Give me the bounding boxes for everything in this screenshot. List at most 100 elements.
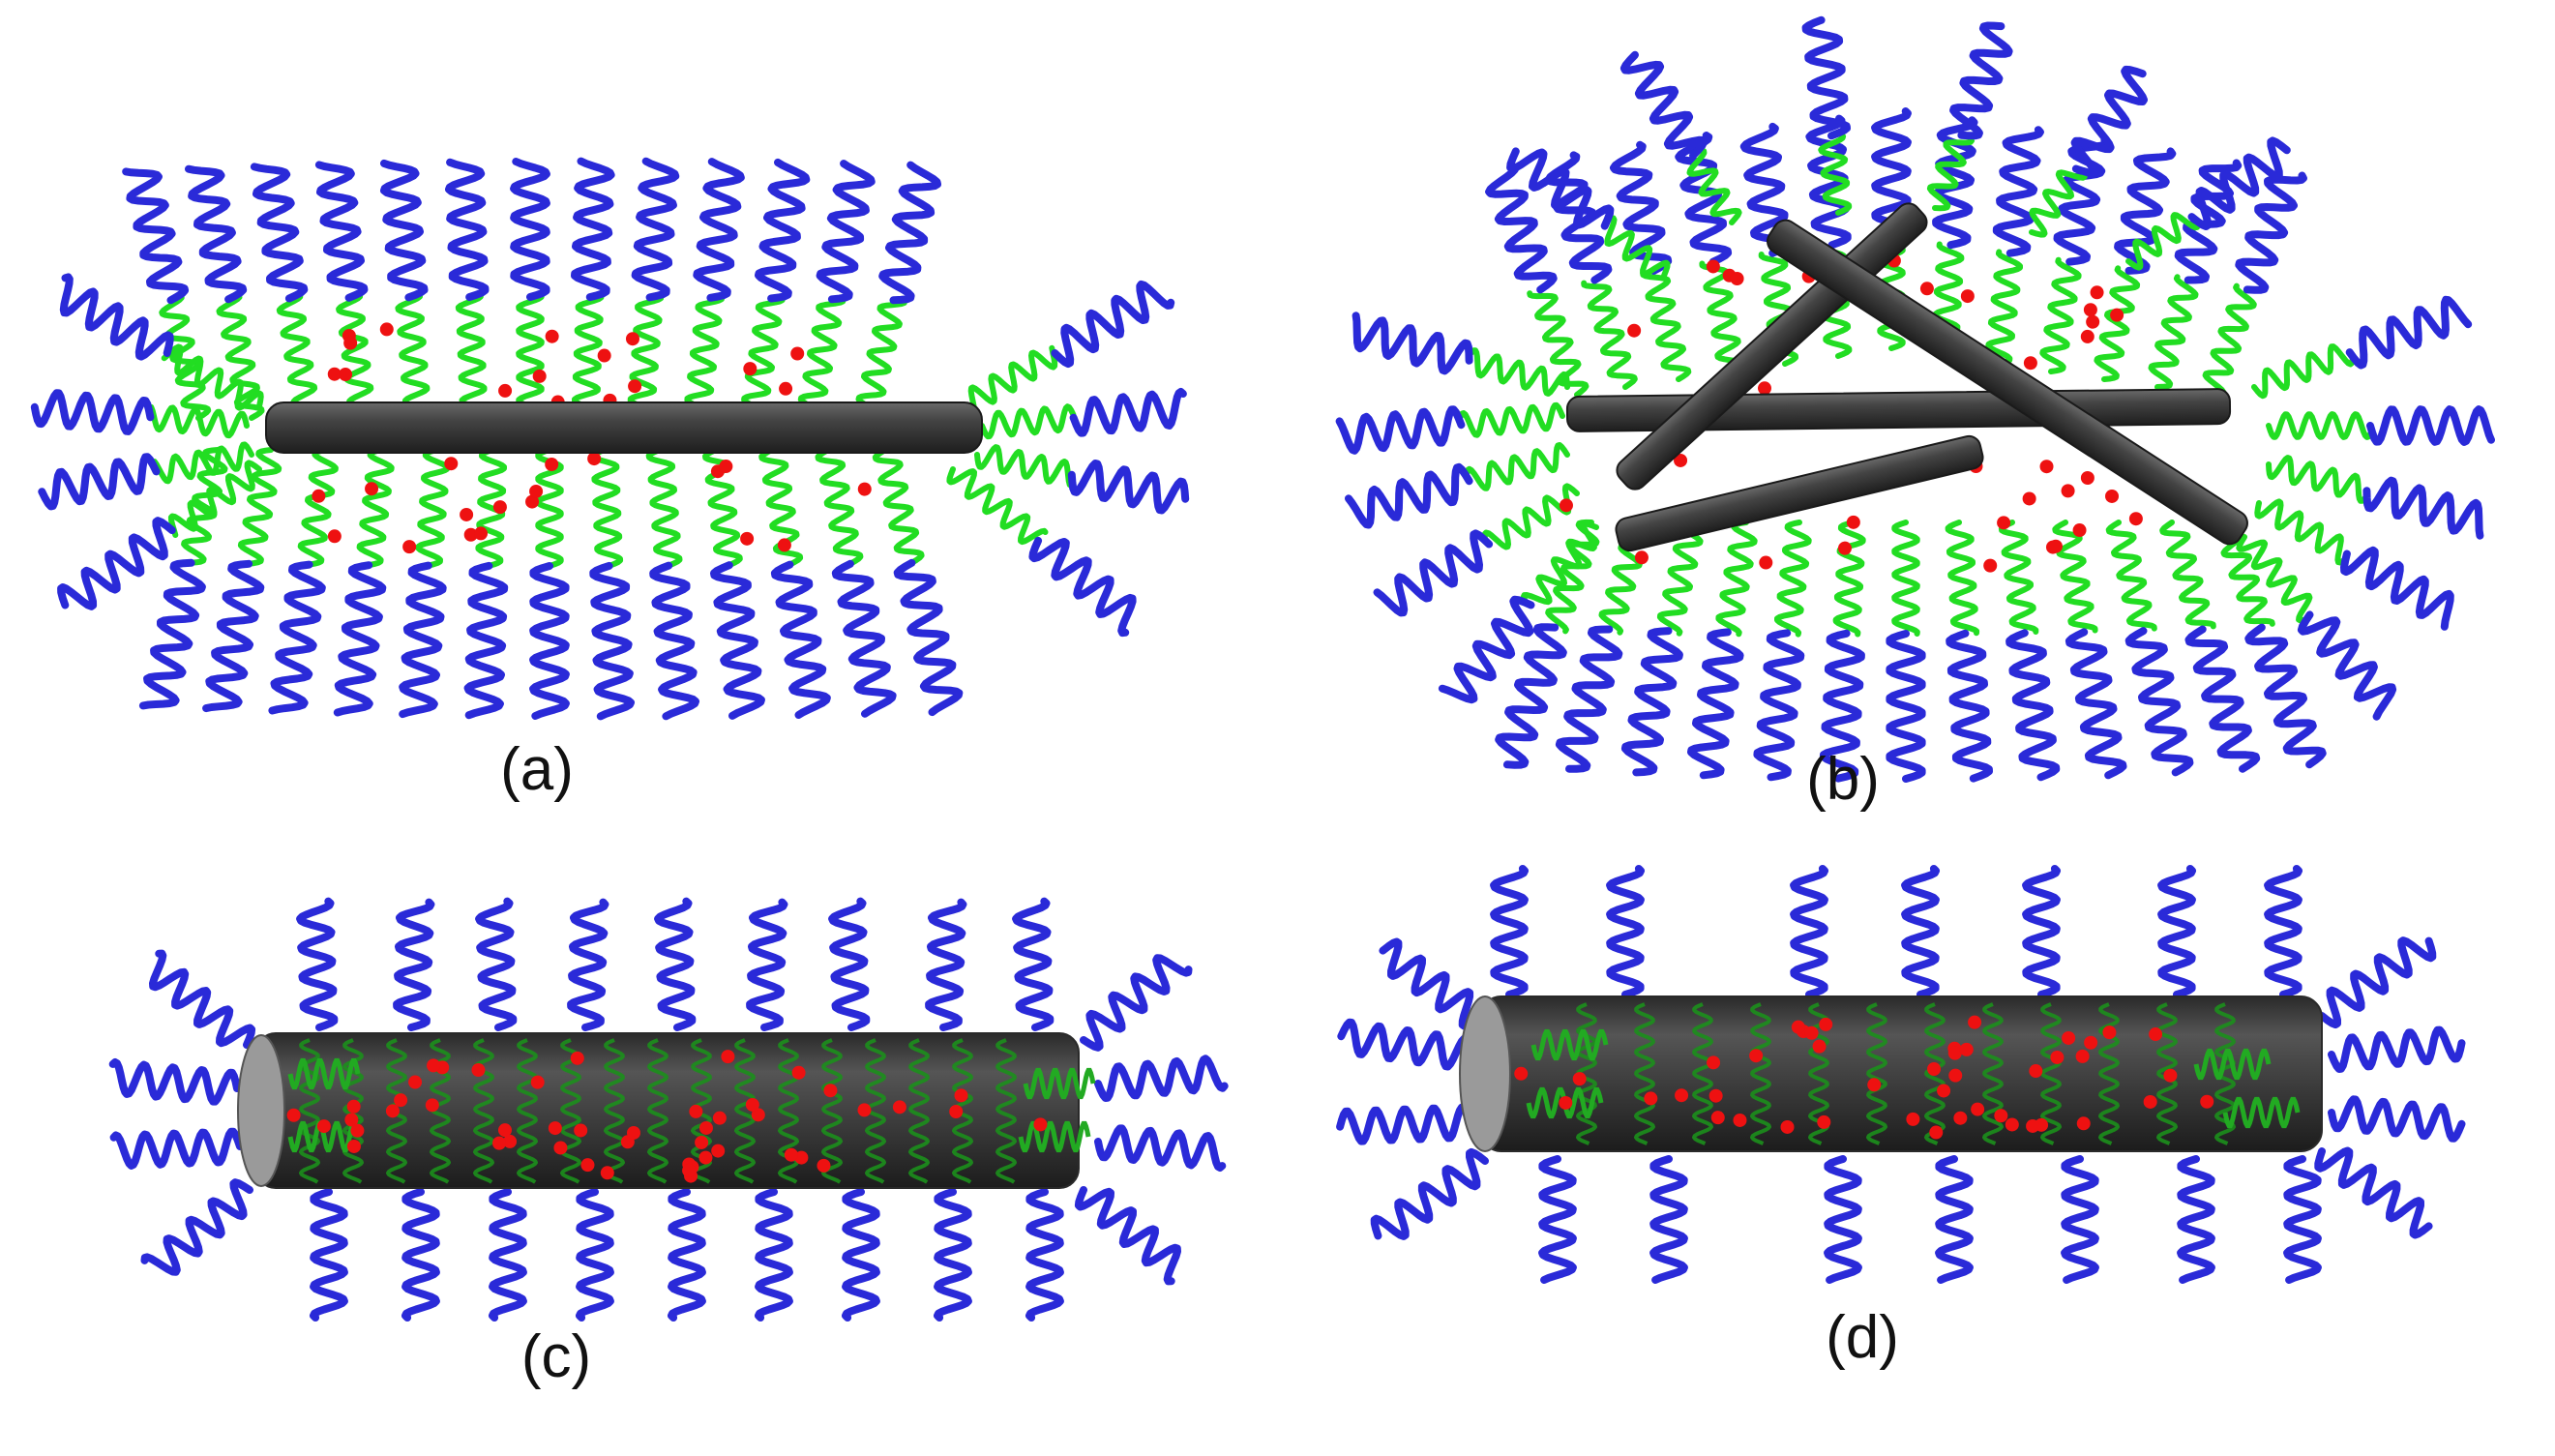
particle: [1971, 1102, 1985, 1116]
outer-chain: [250, 163, 309, 303]
panel-label-b: (b): [1806, 746, 1880, 813]
particle: [892, 1100, 906, 1114]
outer-chain: [842, 1188, 880, 1322]
outer-chain: [2177, 1155, 2215, 1284]
panel-label-a: (a): [500, 736, 574, 803]
particle: [719, 460, 733, 474]
inner-chain: [2266, 455, 2368, 504]
inner-chain: [560, 1038, 581, 1184]
outer-chain: [1871, 107, 1912, 241]
particle: [365, 482, 379, 496]
particle: [545, 458, 559, 472]
outer-chain: [140, 1178, 253, 1276]
particle: [1733, 1113, 1747, 1127]
outer-chain: [489, 1188, 527, 1322]
outer-chain: [878, 161, 941, 305]
outer-chain: [589, 561, 635, 721]
inner-chain: [1457, 401, 1565, 438]
particle: [1644, 1091, 1658, 1106]
outer-chain: [1485, 162, 1558, 294]
inner-chain: [2039, 256, 2082, 374]
particle: [1749, 1049, 1764, 1063]
inner-chain: [1604, 215, 1671, 279]
outer-chain: [831, 559, 897, 718]
particle: [1947, 1046, 1962, 1060]
inner-chain: [1891, 520, 1920, 637]
particle: [779, 381, 793, 396]
nanotube-cap: [1459, 995, 1511, 1152]
inner-chain: [1640, 270, 1692, 382]
inner-chain: [2159, 520, 2216, 630]
inner-chain: [1520, 520, 1599, 606]
outer-chain: [828, 897, 871, 1031]
outer-chain: [1051, 280, 1175, 369]
inner-chain: [758, 447, 804, 568]
particle: [698, 1150, 713, 1165]
inner-chain: [336, 293, 376, 421]
outer-chain: [401, 1188, 440, 1322]
carbon-nanotube-rod: [1615, 434, 1984, 552]
particle: [1968, 1015, 1982, 1029]
outer-chain: [2070, 65, 2148, 177]
inner-chain: [572, 294, 605, 421]
outer-chain: [333, 561, 387, 717]
panel-label-d: (d): [1826, 1304, 1899, 1371]
outer-chain: [2328, 1025, 2466, 1073]
particle: [625, 332, 639, 346]
inner-chain: [1581, 280, 1638, 390]
outer-chain: [108, 1058, 241, 1106]
panel-label-c: (c): [520, 1323, 592, 1390]
particle: [1780, 1119, 1795, 1134]
inner-chain: [946, 466, 1049, 546]
outer-chain: [2065, 628, 2127, 780]
inner-chain: [1866, 1002, 1887, 1145]
particle: [745, 1097, 759, 1112]
particle: [1758, 381, 1772, 396]
particle: [2143, 1094, 2157, 1109]
outer-chain: [1935, 1155, 1974, 1284]
outer-chain: [2314, 1146, 2433, 1239]
outer-chain: [816, 160, 876, 304]
particle: [2083, 303, 2097, 317]
inner-chain: [455, 293, 489, 421]
inner-chain: [2251, 343, 2356, 400]
outer-chain: [475, 897, 518, 1031]
outer-chain: [693, 158, 745, 302]
particle: [1997, 516, 2011, 530]
inner-chain: [1945, 520, 1980, 637]
inner-chain: [297, 447, 339, 568]
outer-chain: [2124, 627, 2194, 777]
particle: [695, 1135, 709, 1149]
particle: [408, 1075, 423, 1089]
particle: [503, 1134, 518, 1148]
particle: [597, 348, 611, 363]
particle: [1953, 1111, 1968, 1125]
inner-chain: [974, 444, 1073, 488]
panel-b-diagram: [1335, 15, 2495, 783]
outer-chain: [1538, 1155, 1577, 1284]
outer-chain: [1373, 529, 1494, 617]
particle: [1819, 1017, 1833, 1031]
outer-chain: [1025, 1188, 1064, 1322]
particle: [529, 484, 544, 498]
particle: [857, 482, 872, 496]
particle: [530, 1075, 545, 1089]
particle: [525, 494, 540, 509]
outer-chain: [1753, 629, 1805, 782]
particle: [2022, 491, 2036, 506]
particle: [2035, 1117, 2049, 1132]
outer-chain: [1352, 312, 1473, 375]
inner-chain: [1699, 260, 1745, 374]
outer-chain: [1506, 147, 1615, 230]
particle: [532, 369, 547, 383]
outer-chain: [2187, 136, 2291, 230]
inner-chain: [2254, 498, 2346, 566]
outer-chain: [1028, 536, 1137, 638]
inner-chain: [604, 1038, 625, 1184]
outer-chain: [576, 1188, 614, 1322]
panel-c-diagram: [108, 897, 1229, 1322]
particle: [626, 1125, 640, 1140]
particle: [574, 1123, 588, 1138]
inner-chain: [2202, 282, 2257, 399]
particle: [2023, 356, 2037, 371]
